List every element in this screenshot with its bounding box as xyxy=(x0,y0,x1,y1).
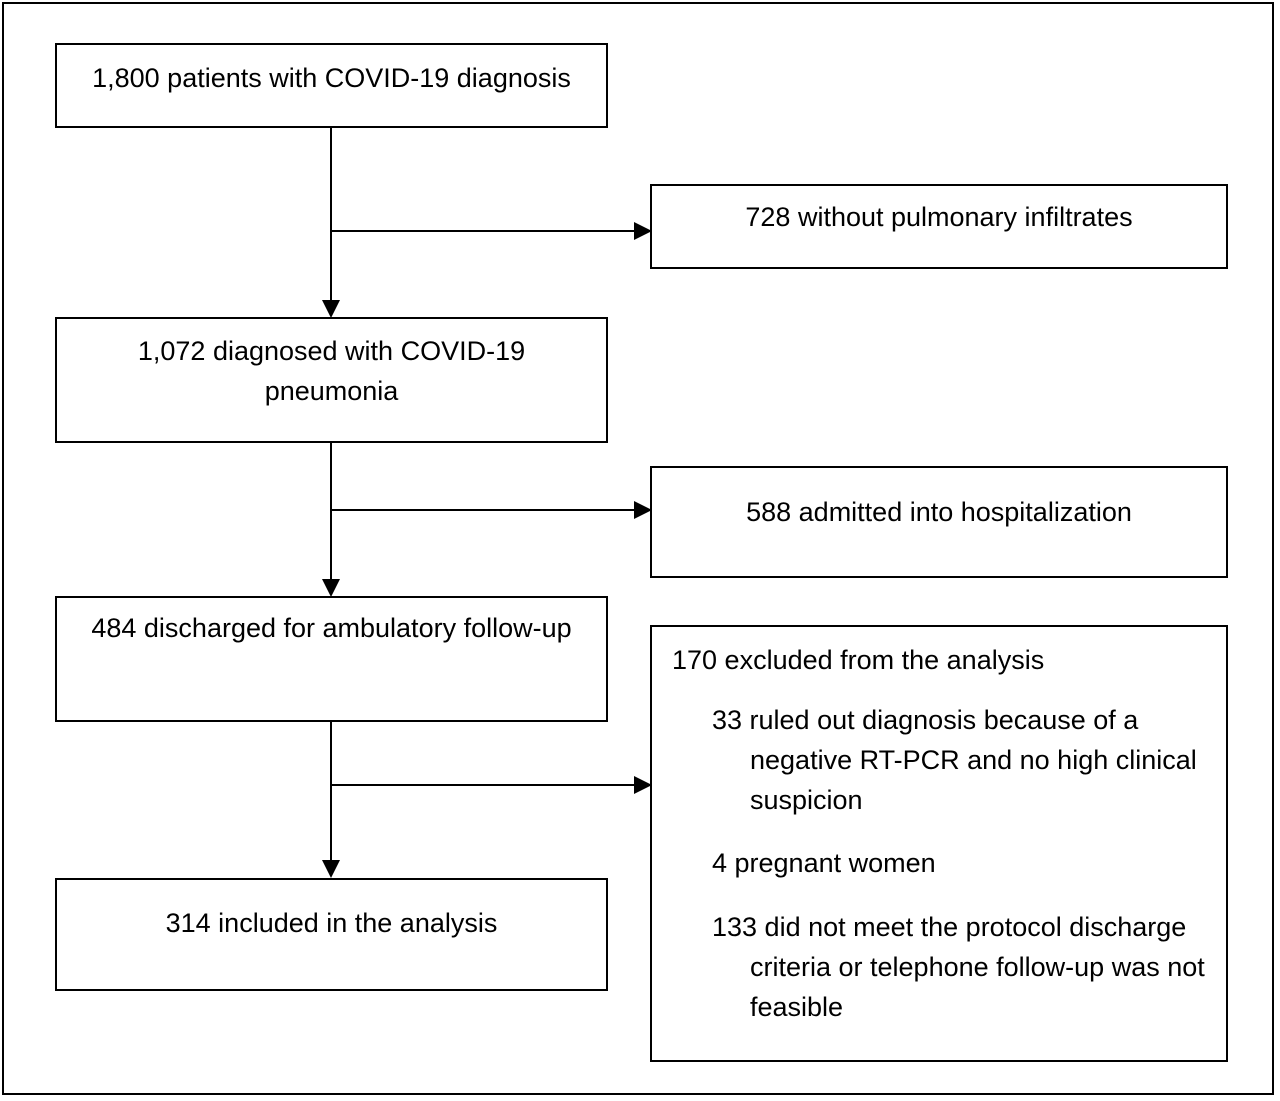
box-total-patients: 1,800 patients with COVID-19 diagnosis xyxy=(55,43,608,128)
box-pneumonia-label: 1,072 diagnosed with COVID-19 pneumonia xyxy=(137,336,526,406)
excluded-reason-pregnant: 4 pregnant women xyxy=(712,848,936,878)
excluded-title: 170 excluded from the analysis xyxy=(672,645,1045,675)
box-pneumonia: 1,072 diagnosed with COVID-19 pneumonia xyxy=(55,317,608,443)
box-total-patients-label: 1,800 patients with COVID-19 diagnosis xyxy=(92,63,571,93)
box-included: 314 included in the analysis xyxy=(55,878,608,991)
box-included-label: 314 included in the analysis xyxy=(165,908,498,938)
arrowhead-down-1 xyxy=(322,300,340,318)
excluded-reason-negative-rtpcr: 33 ruled out diagnosis because of a nega… xyxy=(712,705,1197,815)
arrowhead-down-3 xyxy=(322,860,340,878)
box-hospitalized-label: 588 admitted into hospitalization xyxy=(746,497,1132,527)
arrowhead-down-2 xyxy=(322,579,340,597)
box-hospitalized: 588 admitted into hospitalization xyxy=(650,466,1228,578)
arrowhead-right-2 xyxy=(634,501,652,519)
box-discharged: 484 discharged for ambulatory follow-up xyxy=(55,596,608,722)
box-discharged-label: 484 discharged for ambulatory follow-up xyxy=(91,613,572,643)
box-without-infiltrates: 728 without pulmonary infiltrates xyxy=(650,184,1228,269)
arrowhead-right-3 xyxy=(634,776,652,794)
arrowhead-right-1 xyxy=(634,222,652,240)
box-excluded: 170 excluded from the analysis 33 ruled … xyxy=(650,625,1228,1062)
excluded-reason-criteria-not-met: 133 did not meet the protocol discharge … xyxy=(712,912,1205,1022)
box-without-infiltrates-label: 728 without pulmonary infiltrates xyxy=(745,202,1133,232)
